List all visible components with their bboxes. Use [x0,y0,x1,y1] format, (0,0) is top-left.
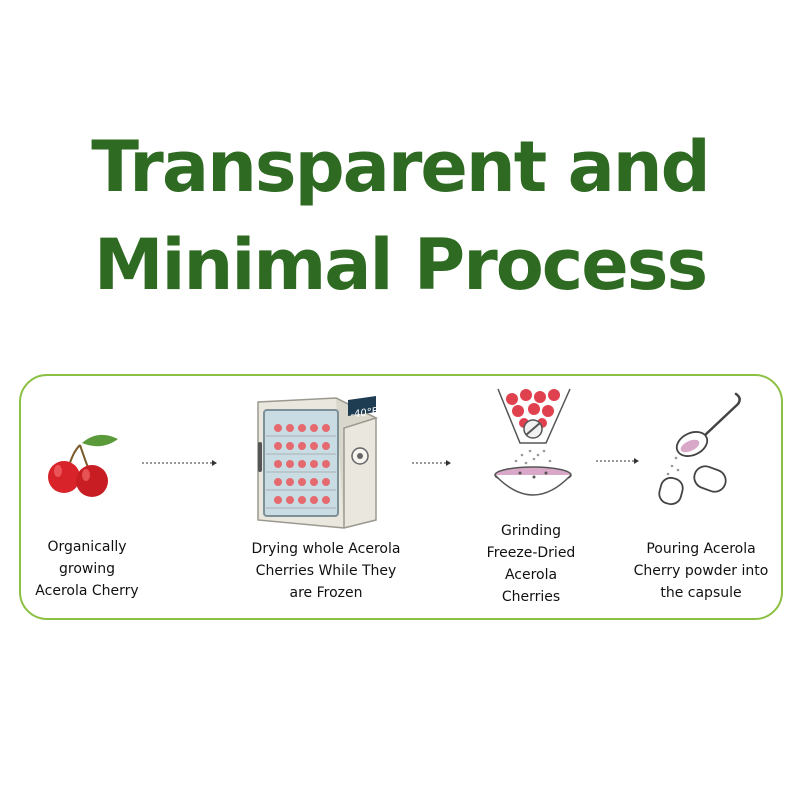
arrow-icon-1 [142,460,217,466]
arrow-icon-2 [412,460,451,466]
grinder-bowl-icon [494,388,572,496]
freeze-dryer-icon [257,396,378,529]
arrow-icon-3 [596,458,639,464]
step-label-growing: Organically growing Acerola Cherry [35,539,139,599]
step-label-pouring: Pouring Acerola Cherry powder into the c… [633,541,769,601]
acerola-cherry-icon [48,434,118,497]
title-line-1: Transparent and [91,126,711,208]
title-line-2: Minimal Process [93,224,708,306]
step-label-grinding: Grinding Freeze-Dried Acerola Cherries [486,523,576,605]
process-panel [19,374,783,620]
page-title: Transparent and Minimal Process [0,118,800,314]
step-label-drying: Drying whole Acerola Cherries While They… [251,541,401,601]
spoon-capsule-icon [658,392,741,506]
